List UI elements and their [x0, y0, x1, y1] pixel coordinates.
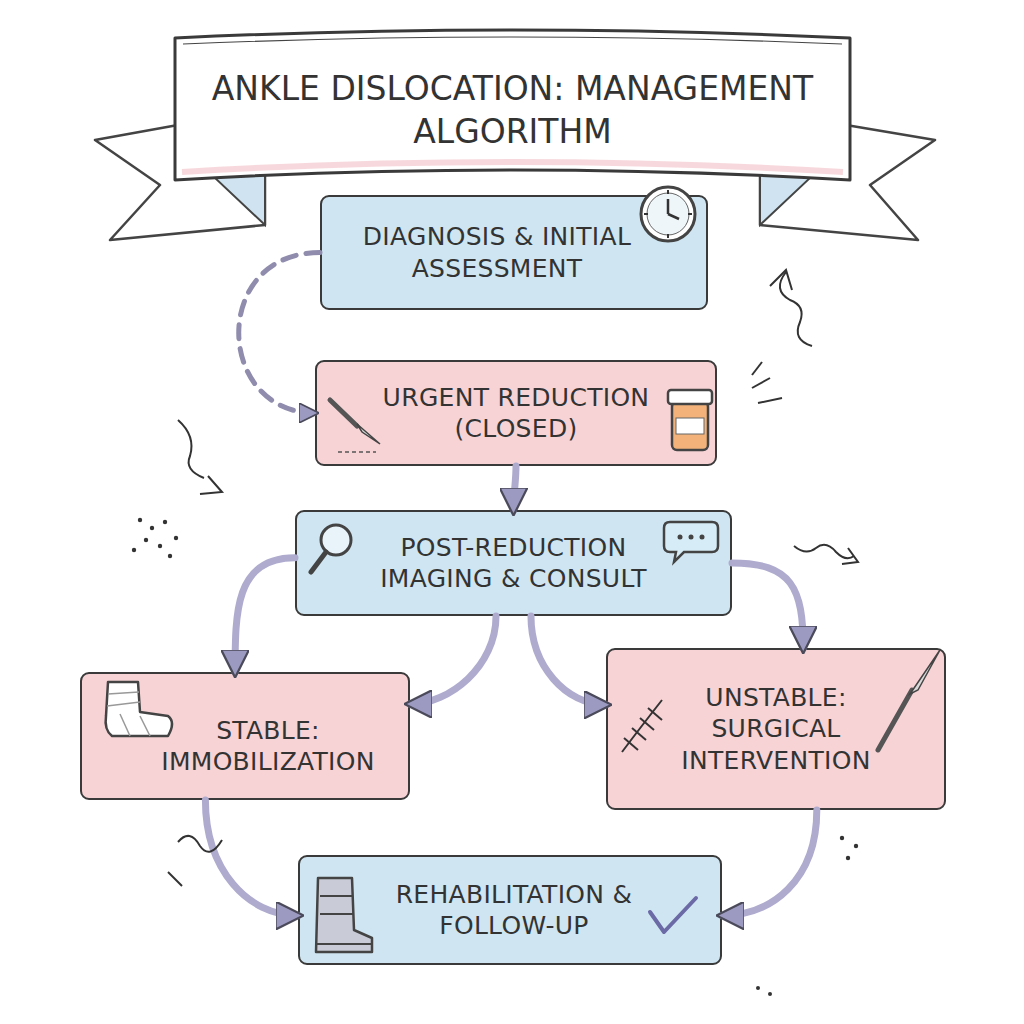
process-box: UNSTABLE: SURGICAL INTERVENTION: [606, 648, 946, 810]
pill-bottle-icon: [668, 390, 712, 450]
box-label: UNSTABLE: SURGICAL INTERVENTION: [664, 682, 888, 776]
process-box: DIAGNOSIS & INITIAL ASSESSMENT: [320, 195, 708, 310]
flow-arrow: [205, 800, 298, 916]
flow-arrow: [410, 616, 496, 704]
boot-icon: [316, 878, 372, 952]
speech-bubble-icon: [664, 522, 718, 562]
flow-arrow: [732, 563, 803, 648]
bandage-icon: [106, 682, 172, 736]
scalpel-icon: [330, 400, 380, 452]
flow-arrow: [531, 616, 606, 705]
flow-arrow: [514, 466, 517, 510]
box-label: POST-REDUCTION IMAGING & CONSULT: [355, 532, 672, 595]
doodle-marks: [168, 270, 858, 886]
flow-arrow: [239, 253, 320, 414]
box-text-group: STABLE: IMMOBILIZATION: [142, 715, 394, 778]
box-text-group: URGENT REDUCTION (CLOSED): [375, 382, 657, 445]
motion-lines: [752, 362, 782, 403]
dot-cluster: [132, 518, 858, 996]
diagram-title: ANKLE DISLOCATION: MANAGEMENT ALGORITHM: [195, 52, 830, 170]
box-text-group: DIAGNOSIS & INITIAL ASSESSMENT: [346, 221, 648, 284]
process-box: POST-REDUCTION IMAGING & CONSULT: [295, 510, 732, 616]
check-mark: [650, 898, 696, 932]
box-text-group: UNSTABLE: SURGICAL INTERVENTION: [664, 682, 888, 776]
magnifier-icon: [311, 525, 351, 572]
box-text-group: POST-REDUCTION IMAGING & CONSULT: [355, 532, 672, 595]
clock-icon: [641, 187, 695, 241]
box-label: DIAGNOSIS & INITIAL ASSESSMENT: [346, 221, 648, 284]
box-label: STABLE: IMMOBILIZATION: [142, 715, 394, 778]
box-label: REHABILITATION & FOLLOW-UP: [374, 879, 654, 942]
flow-arrow: [722, 810, 817, 916]
process-box: REHABILITATION & FOLLOW-UP: [298, 855, 722, 965]
scalpel-icon: [878, 650, 940, 750]
process-box: URGENT REDUCTION (CLOSED): [315, 360, 717, 466]
title-text: ANKLE DISLOCATION: MANAGEMENT ALGORITHM: [195, 68, 830, 154]
process-box: STABLE: IMMOBILIZATION: [80, 672, 410, 800]
flow-arrow: [235, 558, 295, 672]
box-text-group: REHABILITATION & FOLLOW-UP: [374, 879, 654, 942]
box-label: URGENT REDUCTION (CLOSED): [375, 382, 657, 445]
stitches-icon: [622, 700, 662, 752]
